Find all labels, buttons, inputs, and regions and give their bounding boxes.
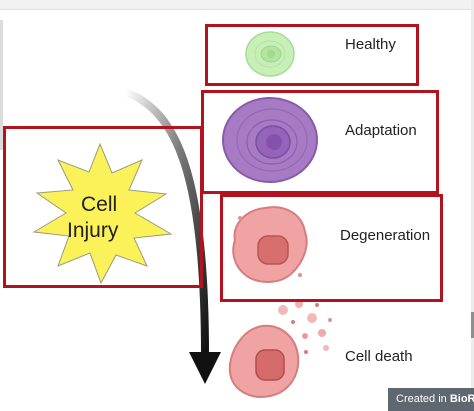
injury-star	[32, 142, 173, 285]
stage-label-degeneration: Degeneration	[340, 227, 431, 244]
dead-cell	[228, 300, 332, 398]
healthy-box	[205, 24, 419, 86]
watermark-prefix: Created in	[396, 393, 450, 405]
progression-arrow-shaft	[121, 88, 209, 359]
cell-injury-label-line2: Injury	[67, 219, 119, 242]
cell-injury-label-line1: Cell	[81, 193, 118, 216]
top-border	[0, 0, 474, 10]
degeneration-cell	[232, 206, 308, 283]
degeneration-box	[220, 194, 443, 302]
adaptation-cell	[222, 97, 318, 183]
cell-injury-box	[3, 126, 203, 288]
stage-label-cell-death: Cell death	[345, 348, 413, 365]
stage-label-healthy: Healthy	[345, 36, 396, 53]
scrollbar-track[interactable]	[471, 0, 474, 411]
left-edge	[0, 20, 3, 150]
biorender-watermark: Created in BioRe	[388, 388, 474, 411]
progression-arrowhead	[189, 352, 221, 384]
stage-label-adaptation: Adaptation	[345, 122, 417, 139]
scrollbar-thumb[interactable]	[471, 312, 474, 338]
adaptation-box	[201, 90, 439, 194]
watermark-brand: BioRe	[449, 393, 474, 405]
healthy-cell	[245, 31, 295, 77]
